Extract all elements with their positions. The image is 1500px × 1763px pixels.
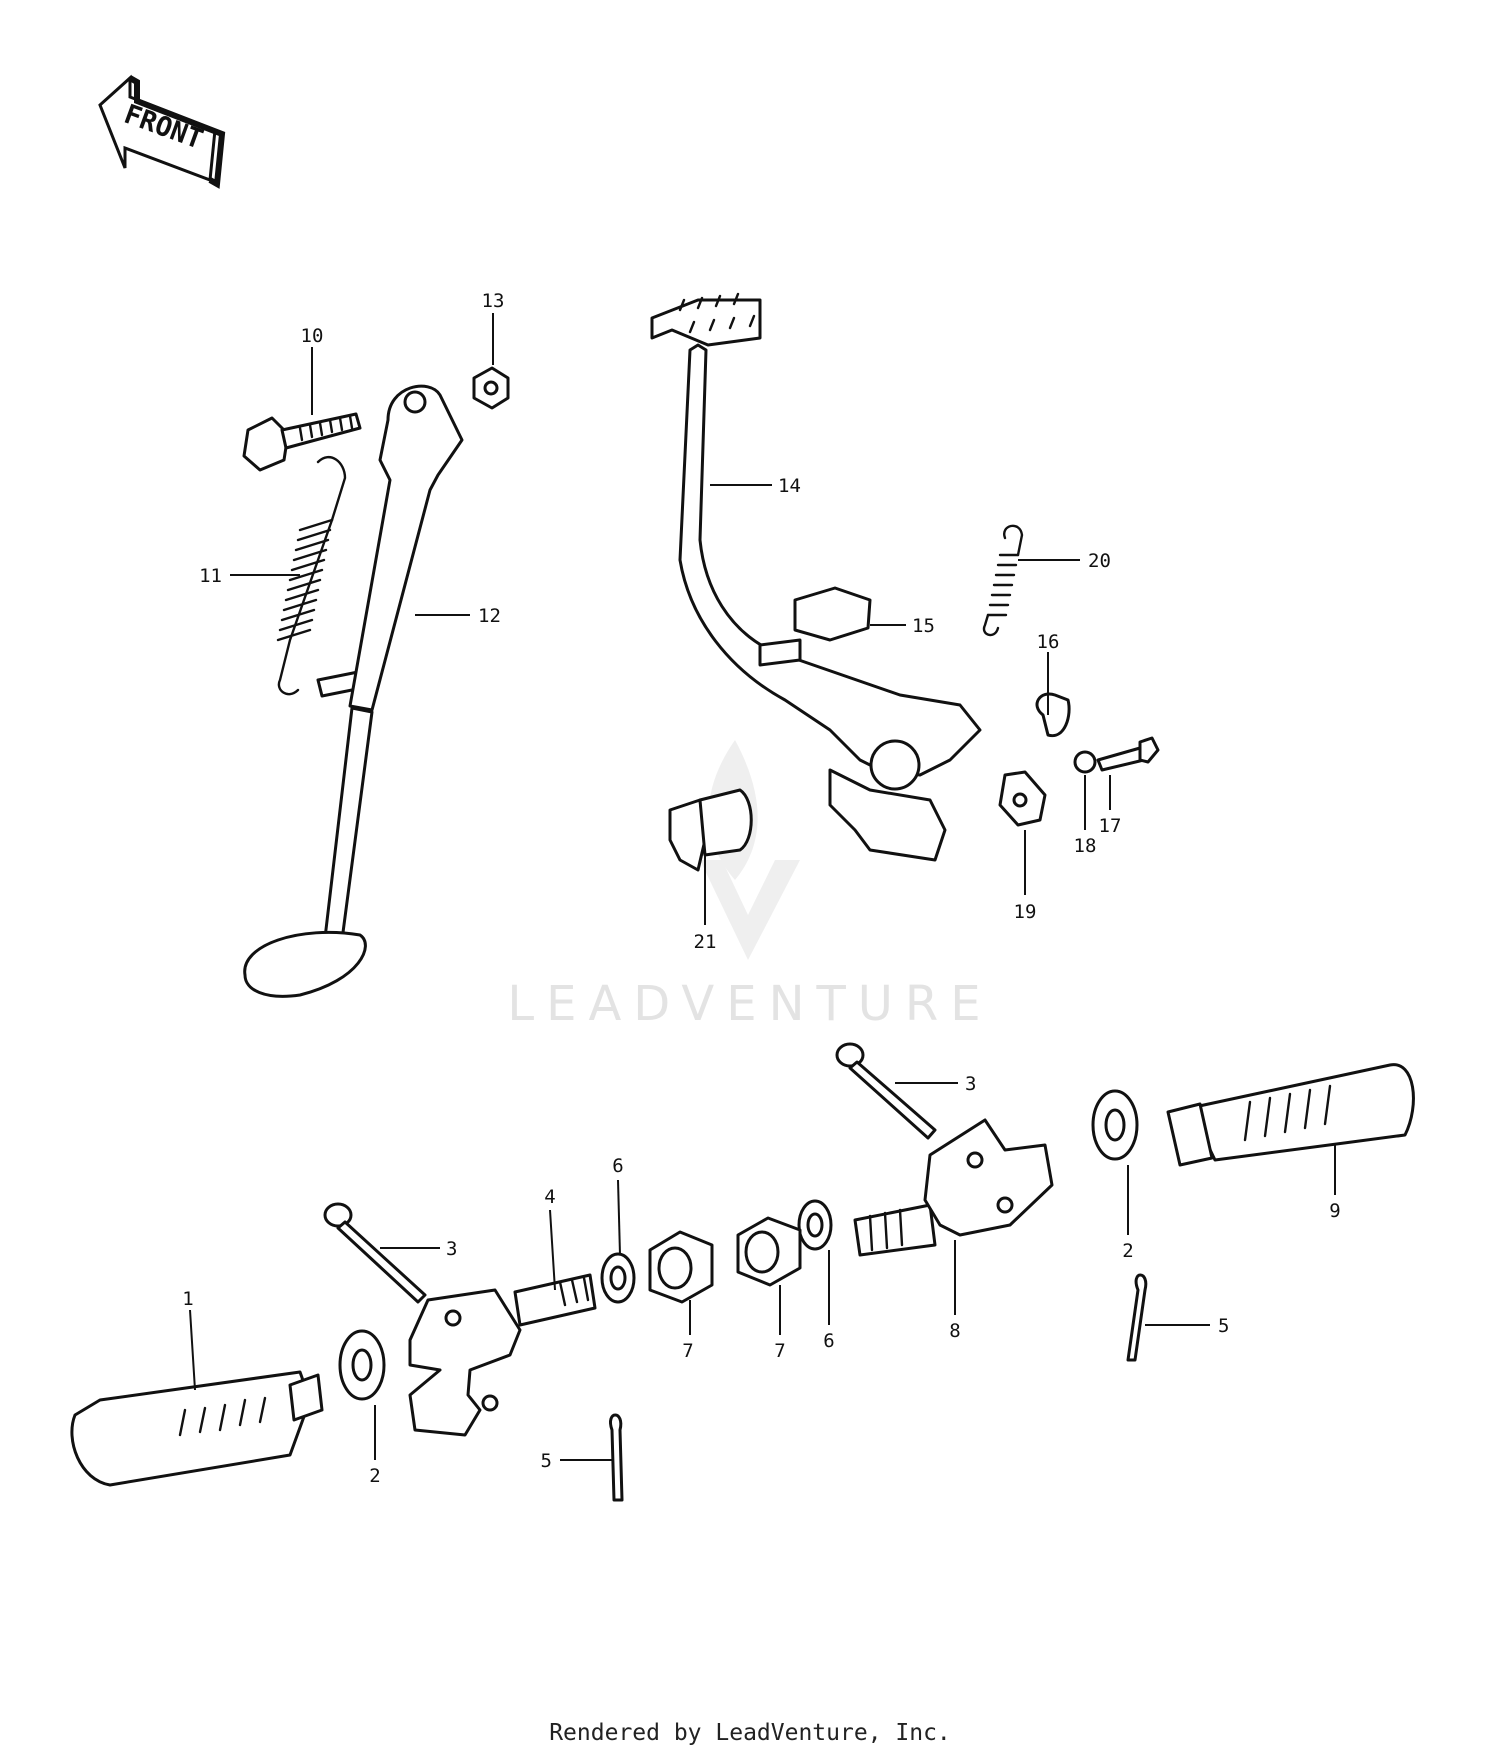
leader-lines [189,313,1336,1461]
callout-6-left: 6 [612,1155,623,1177]
part-6-lockwasher-left [600,1252,636,1304]
callout-3-left: 3 [446,1238,457,1260]
part-3-pin-left [323,1202,427,1304]
callout-20: 20 [1088,550,1111,572]
callout-11: 11 [199,565,222,587]
part-9-footpeg-rubber [1166,1063,1415,1167]
watermark-text: LEADVENTURE [507,976,992,1032]
part-3-pin-right [835,1042,937,1140]
callout-2-left: 2 [369,1465,380,1487]
callout-6-right: 6 [823,1330,834,1352]
callout-21: 21 [694,931,717,953]
part-16-circlip [1035,692,1071,738]
footer-credit: Rendered by LeadVenture, Inc. [549,1720,951,1746]
part-6-lockwasher-right [797,1199,833,1251]
callout-5-left: 5 [541,1450,552,1472]
callout-19: 19 [1014,901,1037,923]
callout-4: 4 [544,1186,555,1208]
part-20-spring [982,524,1024,637]
part-1-footpeg-rubber [70,1370,324,1487]
callout-7-left: 7 [682,1340,693,1362]
callout-8: 8 [949,1320,960,1342]
part-11-spring [276,455,364,698]
callout-2-right: 2 [1122,1240,1133,1262]
callout-18: 18 [1074,835,1097,857]
part-2-washer-left [338,1329,386,1401]
callout-10: 10 [301,325,324,347]
part-7-nut-right [736,1216,802,1287]
callout-16: 16 [1037,631,1060,653]
callout-5-right: 5 [1218,1315,1229,1337]
callout-9: 9 [1329,1200,1340,1222]
part-13-nut [472,366,510,410]
part-5-cotter-pin-right [1126,1273,1148,1362]
callout-12: 12 [478,605,501,627]
callout-17: 17 [1099,815,1122,837]
front-arrow: FRONT [98,74,226,189]
part-17-18-bolt-washer [1073,736,1160,774]
callout-14: 14 [778,475,801,497]
part-12-side-stand [243,384,464,998]
part-15-pad [793,586,872,642]
callout-labels: 10 13 11 12 14 15 20 16 17 18 19 21 1 2 … [182,290,1340,1487]
part-4-footpeg-bracket [408,1273,597,1437]
part-5-cotter-pin-left [609,1413,624,1502]
part-8-footpeg-bracket [853,1118,1054,1257]
part-14-brake-pedal [650,292,982,862]
callout-1: 1 [182,1288,193,1310]
callout-15: 15 [912,615,935,637]
callout-3-right: 3 [965,1073,976,1095]
part-2-washer-right [1091,1089,1139,1161]
part-21-pivot [668,788,753,872]
part-7-nut-left [648,1230,714,1304]
part-10-bolt [242,412,362,472]
leadventure-watermark: LEADVENTURE [507,740,992,1032]
callout-7-right: 7 [774,1340,785,1362]
part-19-plate [998,770,1047,827]
callout-13: 13 [482,290,505,312]
